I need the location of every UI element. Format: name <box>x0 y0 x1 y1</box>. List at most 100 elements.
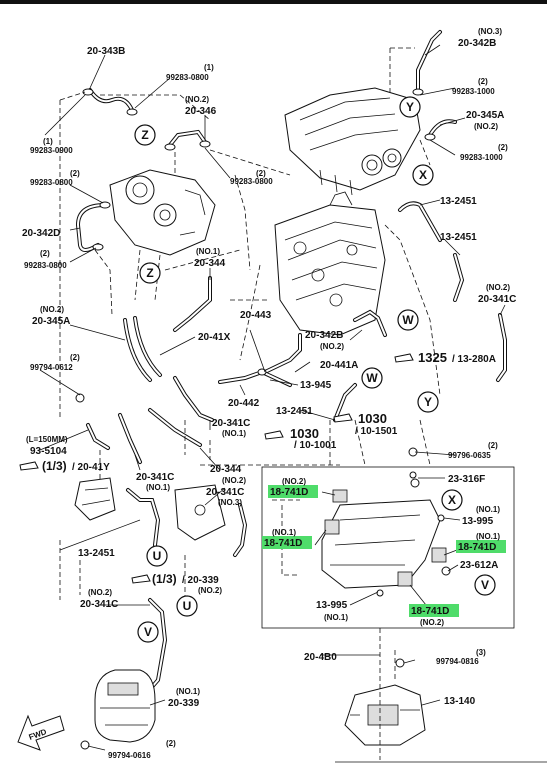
label-23-612a: 23-612A <box>460 560 498 571</box>
label-no2-741d-d: (NO.2) <box>420 618 444 627</box>
label-no2-346: (NO.2) <box>185 95 209 104</box>
label-99796-0635: 99796-0635 <box>448 451 491 460</box>
label-20-339: 20-339 <box>168 698 200 709</box>
label-20-342b: 20-342B <box>458 38 496 49</box>
label-1a: (1) <box>204 63 214 72</box>
label-no2-342b: (NO.2) <box>320 342 344 351</box>
label-13-2451-c: 13-2451 <box>276 406 313 417</box>
label-13-2451-d: 13-2451 <box>78 548 115 559</box>
marker-u-mid: U <box>176 595 198 617</box>
marker-z-mid: Z <box>139 262 161 284</box>
upper-intake-manifold <box>284 87 421 196</box>
leader-lines <box>39 44 506 751</box>
hose-group <box>75 30 507 697</box>
lower-intake-manifold <box>274 191 386 336</box>
label-2f: (2) <box>70 353 80 362</box>
label-99794-0816: 99794-0816 <box>436 657 479 666</box>
highlight-18-741d-c <box>456 540 506 553</box>
marker-x-right: X <box>441 489 463 511</box>
hand-pointer-icon <box>131 574 151 584</box>
label-no1-344: (NO.1) <box>196 247 220 256</box>
label-13-2451-a: 13-2451 <box>440 196 477 207</box>
connection-markers: Y Z X Z W W Y U X V U V <box>134 96 496 643</box>
label-20-341c-b: 20-341C <box>206 487 244 498</box>
hand-pointer-icon <box>394 353 414 363</box>
label-2b: (2) <box>498 143 508 152</box>
svg-text:Z: Z <box>141 128 148 142</box>
highlight-18-741d-a <box>268 485 318 498</box>
label-18-741d-d: 18-741D <box>411 606 449 617</box>
label-20-41y: / 20-41Y <box>72 462 110 473</box>
label-99283-1000-b: 99283-1000 <box>460 153 503 162</box>
svg-text:U: U <box>153 549 162 563</box>
label-99283-0800-b: 99283-0800 <box>30 178 73 187</box>
label-no1-741d-c: (NO.1) <box>476 532 500 541</box>
label-no1-741d-b: (NO.1) <box>272 528 296 537</box>
marker-y-low: Y <box>417 391 439 413</box>
svg-text:Z: Z <box>146 266 153 280</box>
highlighted-solenoid-labels <box>262 485 506 617</box>
label-no2-339-f: (NO.2) <box>198 586 222 595</box>
label-20-442: 20-442 <box>228 398 260 409</box>
label-no2-344-b: (NO.2) <box>222 476 246 485</box>
hand-pointer-icon <box>19 461 39 471</box>
label-20-441a: 20-441A <box>320 360 358 371</box>
label-10-1001: / 10-1001 <box>294 440 337 451</box>
label-10-1501: / 10-1501 <box>355 426 398 437</box>
label-99794-0616: 99794-0616 <box>108 751 151 760</box>
label-2c: (2) <box>70 169 80 178</box>
label-no3-341c-b: (NO.3) <box>218 498 242 507</box>
canister-20-339 <box>80 669 156 750</box>
bracket-20-41y <box>74 477 116 521</box>
label-20-344: 20-344 <box>194 258 226 269</box>
label-13-995-b: 13-995 <box>316 600 348 611</box>
dashed-routes <box>59 47 441 760</box>
label-20-345a-right: 20-345A <box>466 110 504 121</box>
svg-text:V: V <box>144 625 152 639</box>
label-2a: (2) <box>478 77 488 86</box>
label-1030-b: 1030 <box>290 426 319 441</box>
label-99283-0800-d: 99283-0800 <box>24 261 67 270</box>
label-3a: (3) <box>476 648 486 657</box>
label-l150mm: (L=150MM) <box>26 435 68 444</box>
svg-text:Y: Y <box>424 395 432 409</box>
label-1-3-b: (1/3) <box>152 572 177 586</box>
label-13-945: 13-945 <box>300 380 332 391</box>
marker-y-top: Y <box>399 96 421 118</box>
svg-text:U: U <box>183 599 192 613</box>
label-20-341c-mid: 20-341C <box>212 418 250 429</box>
label-93-5104: 93-5104 <box>30 446 67 457</box>
label-20-341c-left: 20-341C <box>136 472 174 483</box>
label-20-344-b: 20-344 <box>210 464 242 475</box>
label-no1-341c-left: (NO.1) <box>146 483 170 492</box>
label-no1-341c-mid: (NO.1) <box>222 429 246 438</box>
label-2d: (2) <box>256 169 266 178</box>
label-20-342d: 20-342D <box>22 228 60 239</box>
label-1b: (1) <box>43 137 53 146</box>
label-no2-341c-ll: (NO.2) <box>88 588 112 597</box>
marker-u-left: U <box>146 545 168 567</box>
label-20-341c-ll: 20-341C <box>80 599 118 610</box>
label-no1-995: (NO.1) <box>476 505 500 514</box>
label-2h: (2) <box>166 739 176 748</box>
solenoid-bracket <box>321 478 451 597</box>
label-13-280a: / 13-280A <box>452 354 496 365</box>
part-labels: (NO.3) 20-342B 20-343B (1) 99283-0800 (2… <box>22 27 516 760</box>
label-18-741d-a: 18-741D <box>270 487 308 498</box>
label-2g: (2) <box>488 441 498 450</box>
top-border <box>0 0 547 4</box>
label-18-741d-c: 18-741D <box>458 542 496 553</box>
left-intake-assembly <box>109 169 216 256</box>
label-1-3-a: (1/3) <box>42 459 67 473</box>
marker-w-low: W <box>361 367 383 389</box>
label-99283-0800-a: 99283-0800 <box>166 73 209 82</box>
label-no2-345a-right: (NO.2) <box>474 122 498 131</box>
label-20-345a-left: 20-345A <box>32 316 70 327</box>
label-18-741d-b: 18-741D <box>264 538 302 549</box>
label-13-2451-b: 13-2451 <box>440 232 477 243</box>
label-no2-345a-left: (NO.2) <box>40 305 64 314</box>
label-99283-1000-a: 99283-1000 <box>452 87 495 96</box>
label-no2-341c-right: (NO.2) <box>486 283 510 292</box>
marker-v-right: V <box>474 574 496 596</box>
